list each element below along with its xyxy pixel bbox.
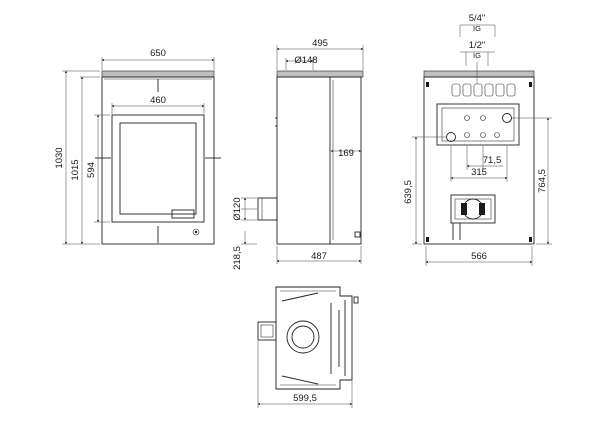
rear-connection-left <box>446 132 456 142</box>
side-air-inlet-height-label: 218,5 <box>232 246 243 270</box>
side-flue-offset-label: 169 <box>338 148 354 159</box>
side-top-plate <box>276 70 364 78</box>
front-body-outline <box>101 76 215 245</box>
front-width-label: 650 <box>150 48 166 59</box>
rear-air-inlet-box <box>450 194 496 224</box>
side-foot <box>354 231 361 238</box>
front-door-height-label: 594 <box>86 162 97 178</box>
front-door-width-label: 460 <box>150 95 166 106</box>
top-flue-outer <box>286 320 320 354</box>
rear-height-lower-label: 639,5 <box>403 180 414 204</box>
rear-connection-plate <box>436 103 520 146</box>
side-depth-base-label: 487 <box>311 251 327 262</box>
rear-connection-1-size: 5/4" <box>469 13 486 24</box>
side-body-outline <box>276 76 362 245</box>
top-air-inlet <box>257 321 277 341</box>
front-control-knob <box>192 228 200 236</box>
rear-connection-2-thread: IG <box>473 51 481 60</box>
front-door <box>111 114 205 223</box>
rear-spacing-small-label: 71,5 <box>483 155 502 166</box>
front-door-glass <box>119 122 197 215</box>
rear-view: 5/4" IG 1/2" IG 71,5 315 639,5 764,5 <box>403 13 552 266</box>
front-total-height-label: 1030 <box>54 147 65 168</box>
side-view: 495 Ø148 169 Ø120 218,5 487 <box>232 38 364 270</box>
top-body-outline <box>275 286 353 390</box>
front-top-plate <box>101 70 215 78</box>
rear-spacing-medium-label: 315 <box>471 167 487 178</box>
side-flue-diameter-label: Ø148 <box>294 55 317 66</box>
rear-body-outline <box>423 76 535 245</box>
rear-connection-right <box>502 113 512 123</box>
rear-connection-1-thread: IG <box>473 24 481 33</box>
top-view: 599,5 <box>257 286 359 408</box>
rear-connection-2-size: 1/2" <box>469 40 486 51</box>
top-flue-inner <box>291 325 315 349</box>
top-depth-label: 599,5 <box>293 393 317 404</box>
side-depth-top-label: 495 <box>312 38 328 49</box>
front-view: 650 460 1030 1015 594 <box>54 48 221 245</box>
front-body-height-label: 1015 <box>70 159 81 180</box>
side-air-inlet-diameter-label: Ø120 <box>232 197 243 220</box>
rear-width-label: 566 <box>471 251 487 262</box>
rear-height-upper-label: 764,5 <box>537 169 548 193</box>
front-door-handle <box>171 209 195 219</box>
side-air-inlet <box>257 197 278 221</box>
rear-top-plate <box>423 70 535 78</box>
